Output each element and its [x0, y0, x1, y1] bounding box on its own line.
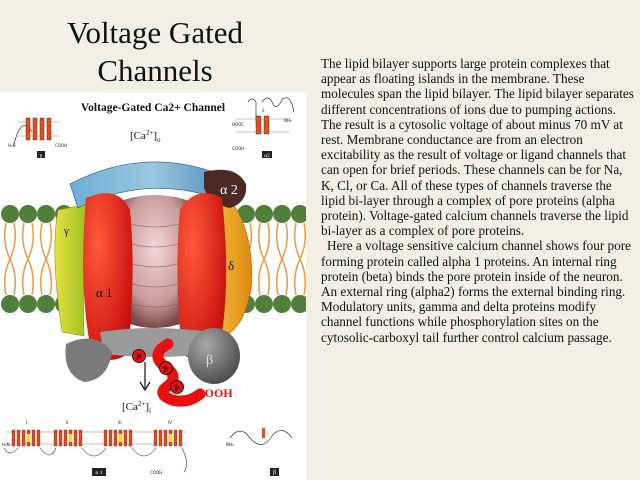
inset-alpha1-badge	[92, 468, 106, 476]
inset-beta-topology: NH₂ β	[226, 428, 293, 476]
channel-pore	[118, 195, 192, 328]
inset-alpha2-topology: α2 S NH₂ HOOC COOH	[232, 97, 295, 159]
inset-beta-label: β	[273, 470, 276, 476]
phospho-label-2: P	[163, 364, 168, 374]
domain-label-1: I	[26, 420, 27, 425]
left-grey-domain	[65, 338, 112, 382]
beta-subunit	[188, 328, 240, 384]
delta-label: δ	[228, 258, 234, 273]
cooh-label: COOH	[196, 386, 233, 400]
phospho-label-1: P	[136, 352, 141, 362]
slide-title-line-1: Voltage Gated	[67, 15, 243, 50]
alpha1-label: α 1	[96, 285, 113, 300]
slide-title: Voltage Gated Channels	[30, 14, 280, 90]
ca-out-close: ]	[153, 130, 157, 142]
ca-in-sub: i	[149, 407, 151, 415]
calcium-channel-figure: Voltage-Gated Ca2+ Channel γ H₂N COOH	[0, 92, 306, 480]
inset-alpha2-badge	[262, 151, 272, 158]
figure-title: Voltage-Gated Ca2+ Channel	[81, 102, 225, 114]
phospho-site-1	[132, 349, 146, 363]
alpha1-left-subunit	[83, 193, 133, 360]
ca-intracellular-label: [Ca2+]i	[122, 400, 151, 415]
ca-out-sup: 2+	[146, 129, 154, 137]
inset-beta-badge	[270, 468, 279, 476]
phospho-site-3	[170, 380, 184, 394]
calcium-flow-arrowhead	[139, 381, 151, 392]
beta-nh2: NH₂	[226, 442, 234, 447]
alpha1-cooh: COOH	[150, 470, 162, 475]
inset-alpha1-label: α 1	[95, 470, 102, 476]
inset-alpha2-nh2: NH₂	[284, 118, 292, 123]
inset-alpha2-label: α2	[264, 153, 270, 159]
inset-gamma-cterm: COOH	[55, 143, 67, 148]
inset-gamma-badge	[37, 151, 45, 158]
alpha1-right-subunit	[177, 193, 227, 360]
paragraph-2: Here a voltage sensitive calcium channel…	[321, 238, 631, 345]
inset-alpha2-cooh: COOH	[232, 146, 244, 151]
inset-gamma-label: γ	[39, 153, 43, 159]
beta-label: β	[206, 353, 213, 368]
ca-extracellular-label: [Ca2+]o	[130, 129, 161, 144]
calcium-channel-diagram: Voltage-Gated Ca2+ Channel γ H₂N COOH	[1, 97, 306, 476]
ca-out-sub: o	[157, 136, 161, 144]
alpha1-segments	[11, 429, 183, 447]
paragraph-1: The lipid bilayer supports large protein…	[321, 56, 634, 239]
inset-gamma-nterm: H₂N	[8, 143, 16, 148]
alpha1-voltage-sensors	[27, 434, 172, 442]
domain-label-2: II	[66, 420, 68, 425]
phospho-label-3: P	[174, 383, 179, 393]
ca-in-base: [Ca	[122, 401, 138, 413]
ca-out-base: [Ca	[130, 130, 146, 142]
body-text: The lipid bilayer supports large protein…	[321, 56, 637, 345]
alpha2-label: α 2	[220, 183, 238, 198]
inset-gamma-topology: γ H₂N COOH	[8, 117, 67, 159]
phospho-site-2	[159, 361, 173, 375]
carboxyl-tail	[152, 338, 206, 407]
channel-base	[100, 328, 210, 357]
alpha1-nterm: H₂N	[2, 442, 10, 447]
inset-alpha1-topology: I II III IV	[2, 420, 187, 476]
inset-alpha2-hooc: HOOC	[232, 122, 244, 127]
domain-label-3: III	[118, 420, 122, 425]
inset-alpha2-s: S	[262, 108, 265, 113]
ca-in-close: ]	[145, 401, 149, 413]
gamma-label: γ	[63, 225, 69, 237]
slide-title-line-2: Channels	[97, 53, 213, 88]
domain-label-4: IV	[168, 420, 172, 425]
ca-in-sup: 2+	[138, 400, 146, 408]
phospho-sites: P P P	[132, 349, 184, 394]
gamma-subunit	[54, 203, 89, 337]
